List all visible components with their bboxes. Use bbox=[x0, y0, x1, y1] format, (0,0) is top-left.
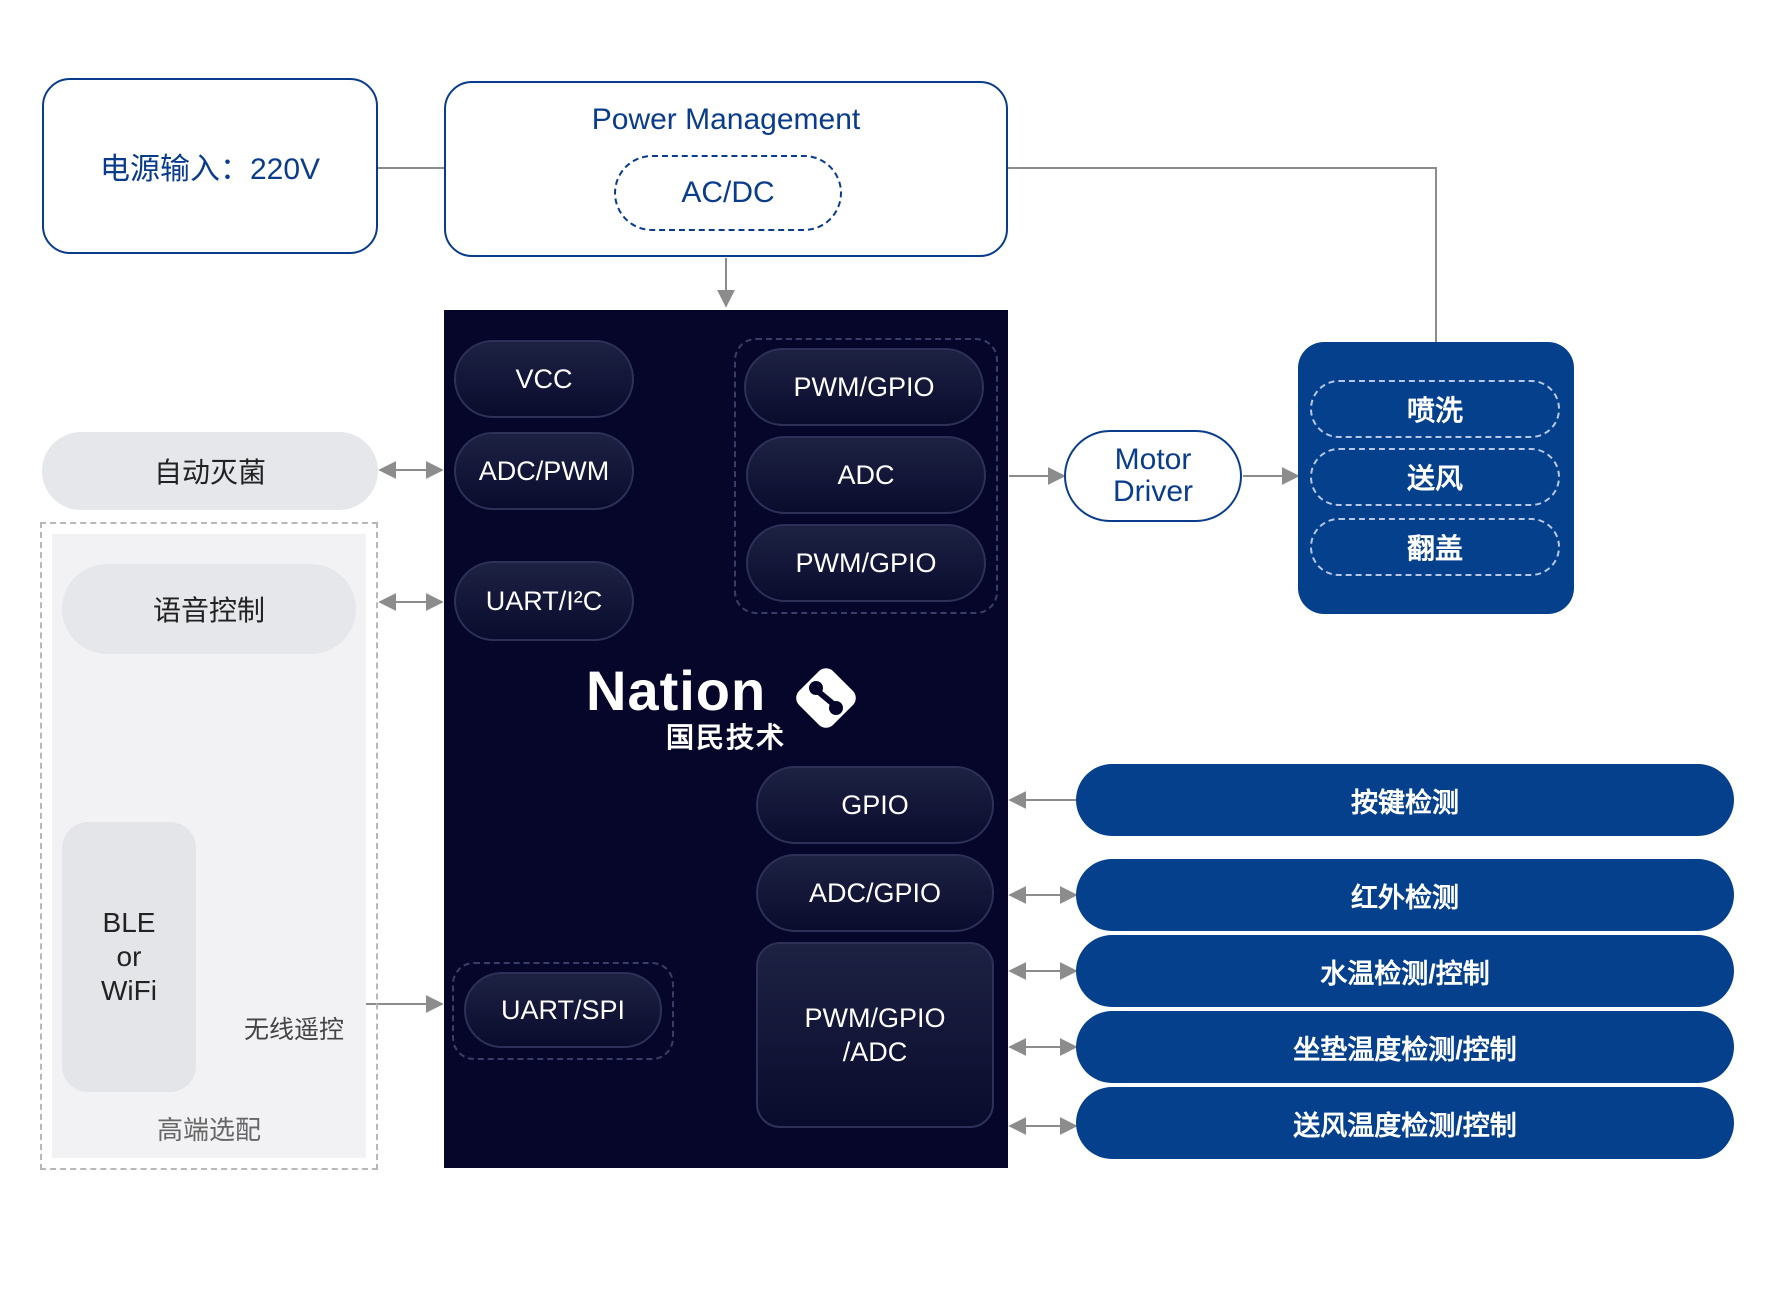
air-dry-item: 送风 bbox=[1310, 448, 1560, 506]
auto-sterilize-label: 自动灭菌 bbox=[153, 457, 266, 488]
voice-control-pill: 语音控制 bbox=[62, 564, 356, 654]
pin-pwm-gpio-adc-label: PWM/GPIO /ADC bbox=[804, 1003, 946, 1067]
spray-wash-item: 喷洗 bbox=[1310, 380, 1560, 438]
pin-adc-gpio-label: ADC/GPIO bbox=[808, 877, 942, 908]
motor-label: Motor bbox=[1114, 443, 1192, 476]
pin-pwm-gpio-1-label: PWM/GPIO bbox=[793, 371, 935, 402]
ble-label: BLE bbox=[102, 907, 156, 938]
pin-adc: ADC bbox=[746, 436, 986, 514]
optional-group-outline bbox=[40, 522, 378, 1170]
lid-flip-item: 翻盖 bbox=[1310, 518, 1560, 576]
pin-uart-spi: UART/SPI bbox=[464, 972, 662, 1048]
nation-logo-subtitle: 国民技术 bbox=[666, 722, 787, 753]
voice-control-label: 语音控制 bbox=[152, 595, 265, 626]
auto-sterilize-pill: 自动灭菌 bbox=[42, 432, 378, 510]
lid-flip-label: 翻盖 bbox=[1406, 533, 1463, 564]
power-input-box: 电源输入：220V bbox=[42, 78, 378, 254]
pin-pwm-gpio-1: PWM/GPIO bbox=[744, 348, 984, 426]
power-input-label: 电源输入：220V bbox=[99, 153, 321, 186]
water-temp-bar: 水温检测/控制 bbox=[1076, 935, 1734, 1007]
seat-temp-label: 坐垫温度检测/控制 bbox=[1293, 1034, 1517, 1065]
wire-pm-to-motor-block bbox=[1008, 167, 1437, 342]
air-temp-bar: 送风温度检测/控制 bbox=[1076, 1087, 1734, 1159]
spray-wash-label: 喷洗 bbox=[1406, 395, 1463, 426]
driver-label: Driver bbox=[1113, 475, 1193, 508]
power-management-box: Power Management AC/DC bbox=[444, 81, 1008, 257]
pin-pwm-gpio-2: PWM/GPIO bbox=[746, 524, 986, 602]
ir-detect-label: 红外检测 bbox=[1351, 882, 1459, 913]
pin-adc-gpio: ADC/GPIO bbox=[756, 854, 994, 932]
pin-adc-pwm: ADC/PWM bbox=[454, 432, 634, 510]
uart-spi-group bbox=[452, 962, 674, 1060]
pin-pwm-gpio-2-label: PWM/GPIO bbox=[795, 547, 937, 578]
pin-vcc: VCC bbox=[454, 340, 634, 418]
or-label: or bbox=[116, 941, 142, 972]
nation-logo-mark-icon bbox=[796, 668, 856, 728]
air-dry-label: 送风 bbox=[1406, 463, 1463, 494]
air-temp-label: 送风温度检测/控制 bbox=[1293, 1110, 1517, 1141]
ble-wifi-box: BLE or WiFi bbox=[62, 822, 196, 1092]
ir-detect-bar: 红外检测 bbox=[1076, 859, 1734, 931]
pin-uart-spi-label: UART/SPI bbox=[500, 994, 626, 1025]
key-detect-bar: 按键检测 bbox=[1076, 764, 1734, 836]
wifi-label: WiFi bbox=[101, 975, 157, 1006]
pin-adc-pwm-label: ADC/PWM bbox=[478, 455, 610, 486]
acdc-block: AC/DC bbox=[614, 155, 842, 231]
pin-uart-i2c: UART/I²C bbox=[454, 561, 634, 641]
seat-temp-bar: 坐垫温度检测/控制 bbox=[1076, 1011, 1734, 1083]
acdc-label: AC/DC bbox=[681, 176, 775, 209]
power-management-title: Power Management bbox=[591, 103, 861, 136]
key-detect-label: 按键检测 bbox=[1351, 787, 1459, 818]
motor-functions-panel bbox=[1298, 342, 1574, 614]
motor-driver: Motor Driver bbox=[1064, 430, 1242, 522]
motor-pin-group bbox=[734, 338, 998, 614]
pin-gpio-label: GPIO bbox=[841, 789, 909, 820]
pin-uart-i2c-label: UART/I²C bbox=[485, 585, 603, 616]
pin-gpio: GPIO bbox=[756, 766, 994, 844]
pin-vcc-label: VCC bbox=[515, 363, 573, 394]
nation-logo-text: Nation bbox=[586, 659, 767, 722]
pin-adc-label: ADC bbox=[837, 459, 895, 490]
wireless-remote-label: 无线遥控 bbox=[243, 1016, 344, 1044]
nation-logo: Nation 国民技术 bbox=[580, 658, 870, 754]
pin-pwm-gpio-adc: PWM/GPIO /ADC bbox=[756, 942, 994, 1128]
optional-config-label: 高端选配 bbox=[156, 1114, 261, 1145]
water-temp-label: 水温检测/控制 bbox=[1320, 958, 1490, 989]
